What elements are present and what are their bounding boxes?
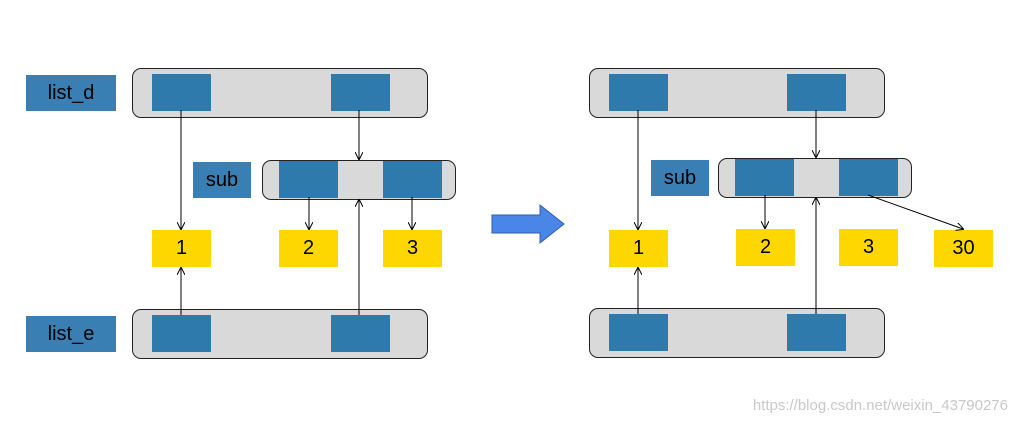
right-sub-label: sub [651,160,709,196]
value-box-1: 1 [152,230,211,267]
list-d-label: list_d [26,75,116,111]
list-e-cell-1 [331,315,390,352]
list-d-cell-0 [152,74,211,111]
right-value-box-1: 1 [609,230,668,267]
transition-arrow-icon [491,203,565,245]
right-value-box-30: 30 [934,230,993,267]
right-sub-cell-1 [839,159,898,196]
value-box-3: 3 [383,230,442,267]
right-value-box-2: 2 [736,229,795,266]
right-value-box-3: 3 [839,229,898,266]
right-list-e-cell-1 [787,314,846,351]
value-box-2: 2 [279,230,338,267]
list-e-cell-0 [152,315,211,352]
sub-cell-1 [383,161,442,198]
right-list-d-cell-1 [787,74,846,111]
sub-label: sub [193,162,251,198]
right-list-d-cell-0 [609,74,668,111]
sub-cell-0 [279,161,338,198]
list-e-label: list_e [26,316,116,352]
right-list-e-cell-0 [609,314,668,351]
watermark: https://blog.csdn.net/weixin_43790276 [752,397,1008,414]
right-sub-cell-0 [735,159,794,196]
list-d-cell-1 [331,74,390,111]
right-arrow-sub-to-30 [867,194,963,229]
